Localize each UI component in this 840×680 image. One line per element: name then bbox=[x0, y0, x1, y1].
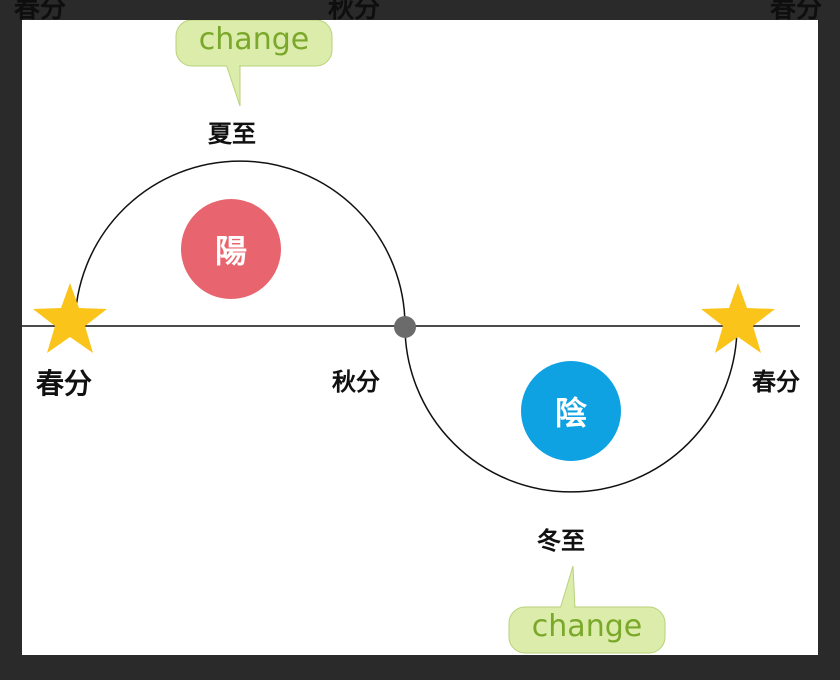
upper-arc bbox=[74, 160, 406, 327]
callout-top-text: change bbox=[198, 22, 310, 57]
spring-equinox-right-label: 春分 bbox=[752, 368, 800, 396]
callout-bottom-shape bbox=[508, 565, 666, 654]
autumn-equinox-dot bbox=[394, 316, 416, 338]
yin-circle: 陰 bbox=[521, 361, 621, 461]
diagram-panel: change change 夏至 冬至 春分 秋分 春分 陽 陰 bbox=[22, 20, 818, 655]
star-icon-right bbox=[701, 283, 775, 353]
winter-solstice-label: 冬至 bbox=[537, 527, 585, 555]
lower-arc bbox=[404, 325, 738, 493]
sine-diagram bbox=[22, 20, 800, 654]
star-icon-left bbox=[33, 283, 107, 353]
spring-equinox-left-label: 春分 bbox=[36, 367, 93, 400]
callout-bottom-text: change bbox=[531, 609, 643, 644]
callout-top-shape bbox=[175, 20, 333, 107]
yang-circle: 陽 bbox=[181, 199, 281, 299]
summer-solstice-label: 夏至 bbox=[208, 120, 256, 148]
autumn-equinox-label: 秋分 bbox=[332, 368, 380, 396]
